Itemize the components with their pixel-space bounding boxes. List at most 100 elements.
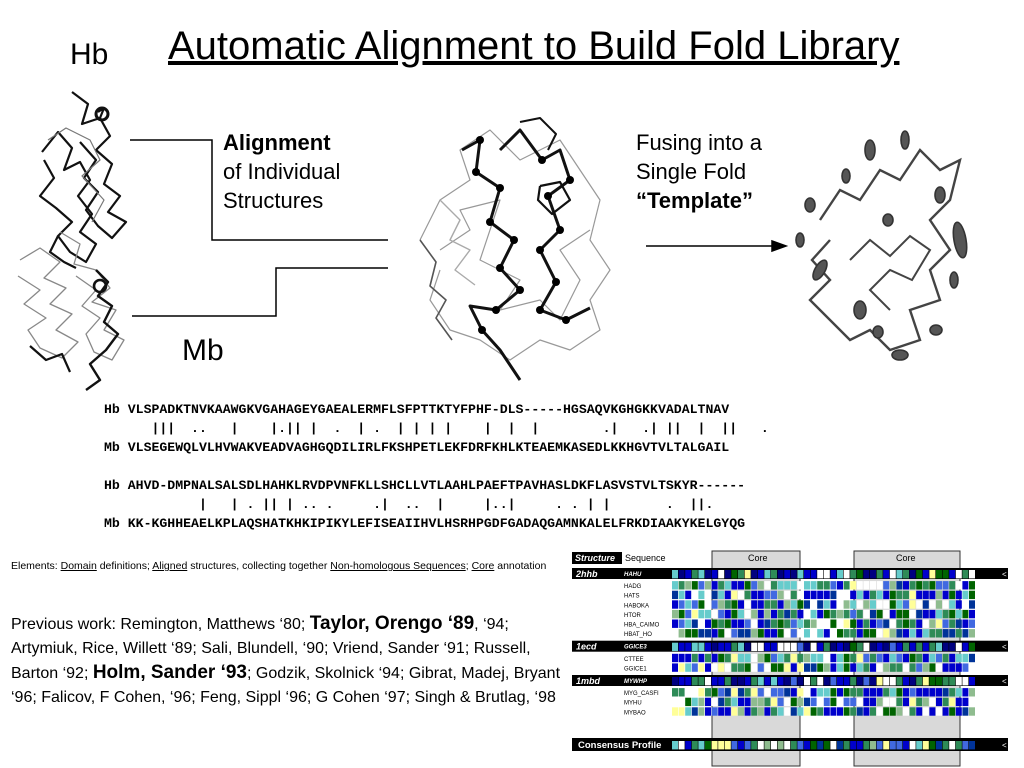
- alignment-cell: [764, 688, 771, 697]
- alignment-cell: [718, 697, 725, 707]
- alignment-cell: [922, 663, 929, 672]
- alignment-cell: [757, 741, 764, 750]
- alignment-cell: [810, 570, 817, 579]
- alignment-cell: [856, 653, 863, 663]
- alignment-cell: [896, 677, 903, 686]
- alignment-cell: [922, 609, 929, 619]
- alignment-cell: [718, 619, 725, 628]
- prev-bold-1: Taylor, Orengo ‘89: [309, 613, 475, 634]
- alignment-cell: [955, 741, 962, 750]
- alignment-cell: [896, 653, 903, 663]
- alignment-cell: [942, 677, 949, 686]
- alignment-cell: [784, 581, 791, 590]
- alignment-cell: [718, 570, 725, 579]
- alignment-cell: [856, 697, 863, 707]
- alignment-cell: [790, 677, 797, 686]
- alignment-cell: [889, 741, 896, 750]
- alignment-cell: [883, 619, 890, 628]
- alignment-cell: [744, 653, 751, 663]
- alignment-cell: [771, 581, 777, 590]
- alignment-cell: [837, 619, 843, 628]
- alignment-cell: [889, 581, 896, 590]
- alignment-cell: [929, 581, 936, 590]
- alignment-cell: [949, 653, 956, 663]
- alignment-cell: [949, 590, 956, 600]
- alignment-cell: [903, 677, 909, 686]
- alignment-cell: [718, 609, 725, 619]
- alignment-cell: [738, 570, 744, 579]
- alignment-cell: [876, 707, 883, 716]
- alignment-cell: [856, 600, 863, 609]
- alignment-cell: [784, 619, 791, 628]
- alignment-cell: [731, 697, 738, 707]
- alignment-cell: [705, 570, 711, 579]
- alignment-cell: [863, 581, 870, 590]
- alignment-cell: [942, 619, 949, 628]
- alignment-cell: [903, 688, 909, 697]
- alignment-cell: [705, 600, 711, 609]
- alignment-cell: [850, 688, 857, 697]
- alignment-cell: [757, 581, 764, 590]
- seq-hb-line-1: Hb VLSPADKTNVKAAWGKVGAHAGEYGAEALERMFLSFP…: [104, 402, 730, 417]
- alignment-cell: [698, 609, 705, 619]
- alignment-cell: [804, 581, 810, 590]
- alignment-cell: [771, 600, 777, 609]
- alignment-cell: [810, 653, 817, 663]
- alignment-cell: [777, 653, 784, 663]
- sequence-row-name: MYHU: [624, 701, 642, 707]
- alignment-cell: [870, 642, 876, 652]
- alignment-cell: [903, 741, 909, 750]
- alignment-cell: [929, 707, 936, 716]
- alignment-cell: [870, 581, 876, 590]
- alignment-cell: [691, 707, 698, 716]
- alignment-cell: [698, 590, 705, 600]
- alignment-cell: [691, 688, 698, 697]
- alignment-cell: [850, 707, 857, 716]
- alignment-cell: [751, 653, 758, 663]
- alignment-cell: [784, 600, 791, 609]
- alignment-cell: [711, 619, 718, 628]
- row-end-mark: <: [1002, 677, 1007, 686]
- alignment-cell: [929, 741, 936, 750]
- alignment-cell: [685, 642, 692, 652]
- alignment-cell: [850, 642, 857, 652]
- alignment-cell: [672, 642, 678, 652]
- alignment-cell: [797, 600, 804, 609]
- caption-domain: Domain: [60, 560, 97, 572]
- alignment-cell: [705, 663, 711, 672]
- alignment-cell: [936, 600, 942, 609]
- alignment-cell: [896, 590, 903, 600]
- alignment-cell: [823, 697, 830, 707]
- alignment-line2: of Individual: [223, 159, 341, 184]
- alignment-cell: [883, 707, 890, 716]
- alignment-cell: [889, 600, 896, 609]
- alignment-cell: [870, 677, 876, 686]
- alignment-cell: [962, 600, 969, 609]
- alignment-cell: [823, 642, 830, 652]
- fusing-line2: Single Fold: [636, 159, 747, 184]
- alignment-cell: [916, 653, 923, 663]
- alignment-cell: [718, 642, 725, 652]
- alignment-cell: [936, 570, 942, 579]
- alignment-cell: [804, 629, 810, 638]
- alignment-cell: [850, 653, 857, 663]
- alignment-cell: [738, 609, 744, 619]
- alignment-cell: [889, 697, 896, 707]
- alignment-cell: [903, 619, 909, 628]
- alignment-cell: [856, 663, 863, 672]
- alignment-cell: [705, 707, 711, 716]
- alignment-cell: [843, 707, 850, 716]
- alignment-cell: [856, 629, 863, 638]
- alignment-cell: [883, 590, 890, 600]
- alignment-cell: [777, 642, 784, 652]
- alignment-cell: [903, 590, 909, 600]
- alignment-cell: [850, 600, 857, 609]
- alignment-cell: [969, 741, 975, 750]
- alignment-cell: [850, 697, 857, 707]
- alignment-cell: [724, 697, 731, 707]
- alignment-cell: [863, 570, 870, 579]
- page-title: Automatic Alignment to Build Fold Librar…: [168, 24, 900, 68]
- alignment-cell: [922, 741, 929, 750]
- alignment-cell: [817, 741, 824, 750]
- alignment-cell: [883, 653, 890, 663]
